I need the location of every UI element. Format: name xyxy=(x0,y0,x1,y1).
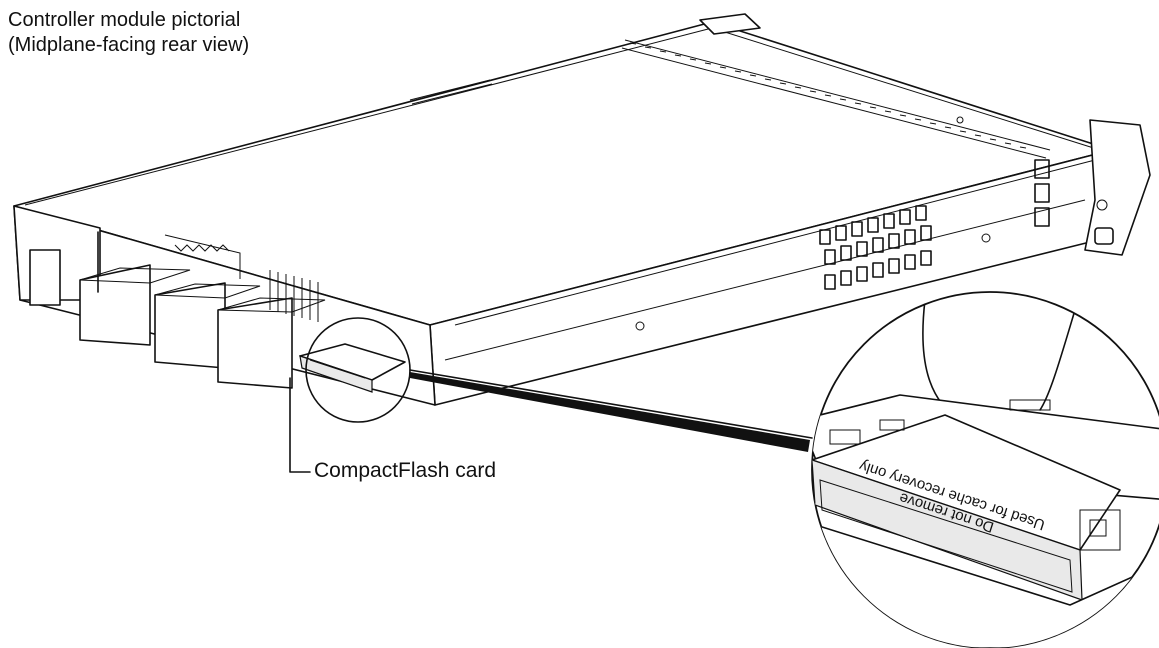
compactflash-callout-label: CompactFlash card xyxy=(314,459,497,482)
top-vent-slots xyxy=(409,39,1051,159)
rear-panel-connectors xyxy=(13,205,326,389)
side-vent-blocks xyxy=(819,159,1050,290)
figure-title-line-2: (Midplane-facing rear view) xyxy=(8,34,250,56)
compactflash-card-small xyxy=(299,343,406,393)
figure-title-line-1: Controller module pictorial xyxy=(8,9,241,31)
zoom-leader-lines xyxy=(409,369,813,452)
callout-leader xyxy=(289,377,311,473)
detail-zoom-view: Do not remove Used for cache recovery on… xyxy=(811,291,1159,648)
controller-module-body xyxy=(13,13,1151,406)
